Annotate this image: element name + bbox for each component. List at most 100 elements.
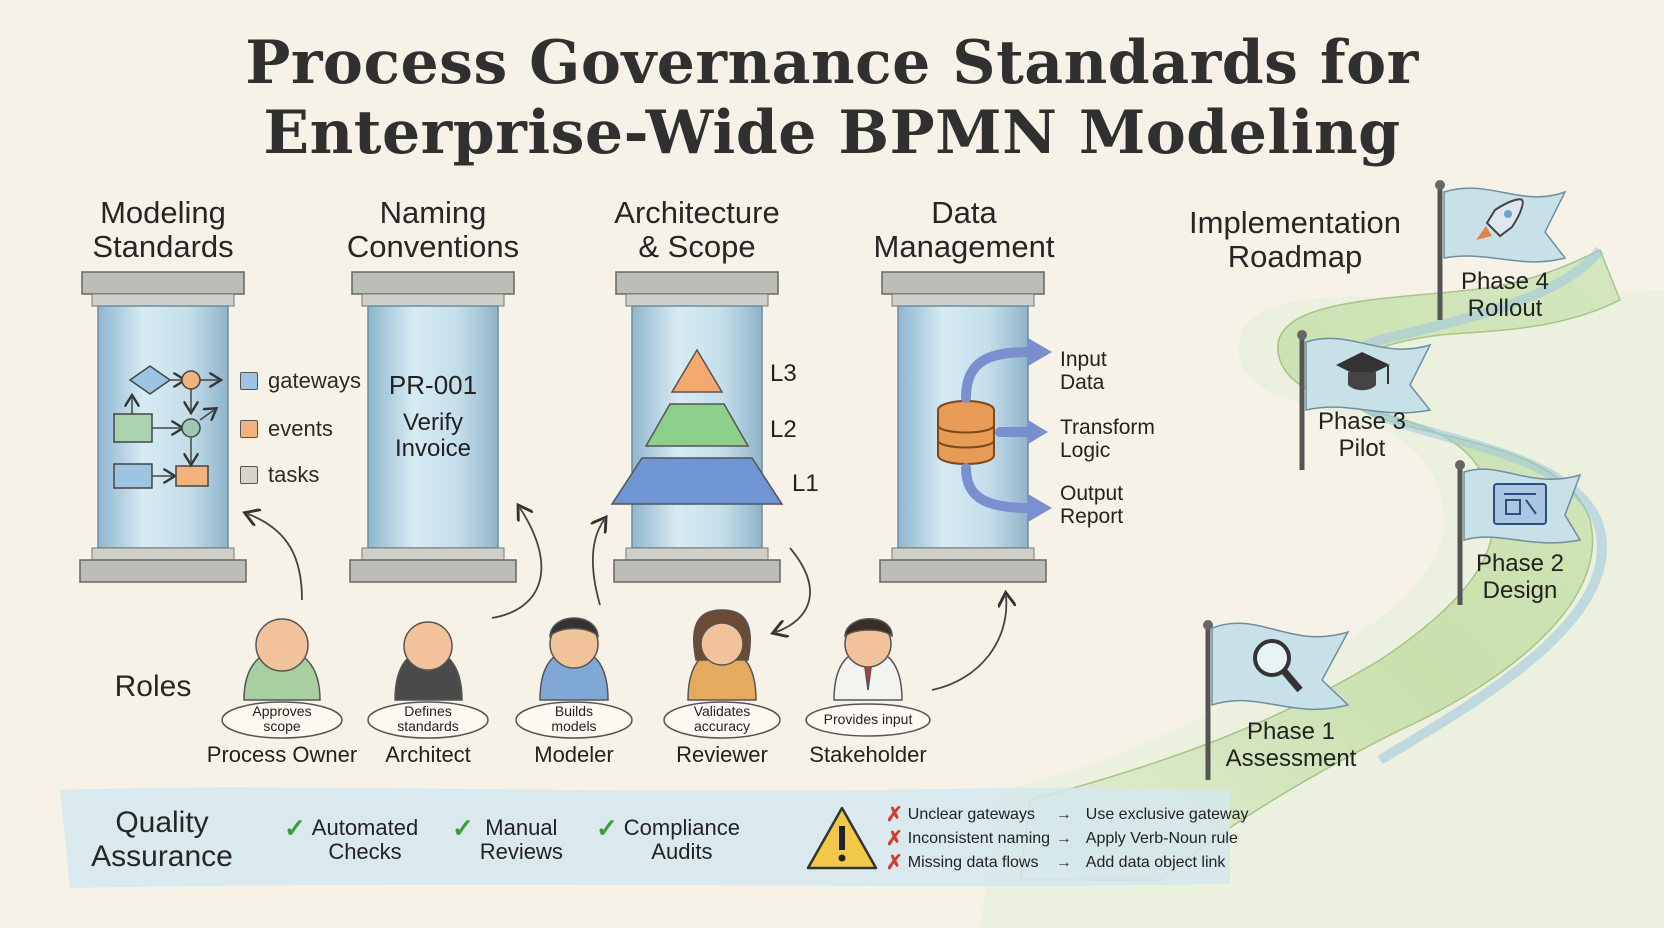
bpmn-mini-diagram bbox=[113, 365, 218, 489]
role-reviewer: Reviewer bbox=[676, 742, 768, 767]
heading-data-line-2: Management bbox=[873, 229, 1055, 264]
role-tag-reviewer-line-1: Validates bbox=[693, 703, 751, 719]
flow-output: Output Report bbox=[1060, 482, 1123, 528]
naming-process-name: Verify Invoice bbox=[368, 410, 498, 462]
role-tag-modeler-line-2: models bbox=[551, 718, 597, 734]
qa-check-manual-line-1: Manual bbox=[485, 815, 558, 840]
title-line-1: Process Governance Standards for bbox=[245, 28, 1419, 98]
qa-check-manual-label: Manual Reviews bbox=[480, 816, 563, 864]
cross-icon: ✗ bbox=[886, 828, 903, 850]
qa-check-manual: ✓ Manual Reviews bbox=[452, 813, 563, 864]
qa-check-manual-line-2: Reviews bbox=[479, 839, 563, 864]
naming-process-code: PR-001 bbox=[388, 370, 478, 400]
flow-input-line-2: Data bbox=[1060, 371, 1105, 394]
heading-modeling-line-1: Modeling bbox=[100, 195, 226, 230]
role-tag-modeler-line-1: Builds bbox=[554, 703, 594, 719]
role-arrows bbox=[248, 508, 1006, 691]
legend-events: events bbox=[240, 416, 333, 442]
issue-row: ✗ Unclear gateways → Use exclusive gatew… bbox=[886, 802, 1249, 827]
pillar-architecture bbox=[613, 271, 781, 583]
heading-data-line-1: Data bbox=[931, 195, 997, 230]
magnifier-icon bbox=[1253, 639, 1303, 693]
warning-icon bbox=[806, 806, 878, 870]
issue-row: ✗ Missing data flows → Add data object l… bbox=[886, 850, 1225, 875]
naming-process-name-line-2: Invoice bbox=[394, 435, 472, 462]
legend-gateways-label: gateways bbox=[268, 368, 361, 393]
level-l3: L3 bbox=[770, 360, 797, 387]
data-flow-arrows bbox=[961, 347, 1035, 513]
events-swatch bbox=[240, 420, 258, 438]
legend-gateways: gateways bbox=[240, 368, 361, 394]
check-icon: ✓ bbox=[452, 813, 474, 843]
role-stakeholder: Stakeholder bbox=[809, 742, 927, 767]
river bbox=[1339, 246, 1607, 765]
phase-2-line-2: Design bbox=[1482, 577, 1558, 604]
phase-4-line-1: Phase 4 bbox=[1460, 268, 1550, 295]
arrow-icon: → bbox=[1055, 829, 1072, 847]
qa-heading-line-2: Assurance bbox=[91, 840, 233, 873]
arrow-icon: → bbox=[1055, 853, 1072, 871]
cross-icon: ✗ bbox=[886, 804, 903, 826]
level-l1: L1 bbox=[792, 470, 819, 497]
rocket-icon bbox=[1476, 198, 1524, 240]
issue-label: Inconsistent naming bbox=[907, 829, 1051, 847]
role-architect: Architect bbox=[385, 742, 471, 767]
title-line-2: Enterprise-Wide BPMN Modeling bbox=[263, 98, 1401, 168]
role-tag-architect-line-2: standards bbox=[397, 718, 459, 734]
level-l2: L2 bbox=[770, 416, 797, 443]
pillar-modeling bbox=[79, 271, 247, 583]
phase-2-label: Phase 2 Design bbox=[1460, 550, 1580, 604]
legend-tasks: tasks bbox=[240, 462, 319, 488]
phase-3-line-2: Pilot bbox=[1338, 435, 1386, 462]
role-tag-modeler: Builds models bbox=[514, 704, 634, 734]
check-icon: ✓ bbox=[284, 813, 306, 843]
phase-1-line-1: Phase 1 bbox=[1246, 718, 1336, 745]
role-process-owner: Process Owner bbox=[206, 742, 358, 767]
check-icon: ✓ bbox=[596, 813, 618, 843]
flow-transform: Transform Logic bbox=[1060, 416, 1155, 462]
phase-4-line-2: Rollout bbox=[1467, 295, 1543, 322]
phase-2-line-1: Phase 2 bbox=[1475, 550, 1565, 577]
heading-roadmap-line-2: Roadmap bbox=[1227, 239, 1363, 274]
role-tag-stakeholder: Provides input bbox=[808, 712, 928, 727]
qa-check-automated-line-1: Automated bbox=[311, 815, 419, 840]
issue-row: ✗ Inconsistent naming → Apply Verb-Noun … bbox=[886, 826, 1238, 851]
fix-label: Add data object link bbox=[1085, 853, 1226, 871]
heading-naming: Naming Conventions bbox=[338, 196, 528, 264]
cross-icon: ✗ bbox=[886, 852, 903, 874]
issue-label: Unclear gateways bbox=[907, 805, 1035, 823]
qa-check-automated-line-2: Checks bbox=[328, 839, 402, 864]
phase-4-label: Phase 4 Rollout bbox=[1440, 268, 1570, 322]
phase-1-line-2: Assessment bbox=[1225, 745, 1357, 772]
flow-input: Input Data bbox=[1060, 348, 1107, 394]
phase-3-line-1: Phase 3 bbox=[1317, 408, 1407, 435]
arrow-icon: → bbox=[1055, 805, 1072, 823]
phase-3-label: Phase 3 Pilot bbox=[1302, 408, 1422, 462]
heading-modeling-line-2: Standards bbox=[92, 229, 234, 264]
role-tag-architect: Defines standards bbox=[368, 704, 488, 734]
heading-roadmap: Implementation Roadmap bbox=[1170, 206, 1420, 274]
graduation-cap-icon bbox=[1336, 352, 1390, 391]
qa-check-compliance-label: Compliance Audits bbox=[624, 816, 740, 864]
role-tag-reviewer-line-2: accuracy bbox=[693, 718, 751, 734]
role-modeler: Modeler bbox=[534, 742, 614, 767]
blueprint-icon bbox=[1493, 483, 1547, 525]
legend-events-label: events bbox=[268, 416, 333, 441]
qa-check-compliance-line-1: Compliance bbox=[623, 815, 740, 840]
roles-heading: Roles bbox=[114, 670, 192, 703]
issue-label: Missing data flows bbox=[907, 853, 1039, 871]
role-tag-process-owner-line-2: scope bbox=[263, 718, 301, 734]
data-flow-arrowheads bbox=[1028, 338, 1052, 522]
architecture-pyramid bbox=[610, 348, 784, 505]
flow-output-line-2: Report bbox=[1060, 505, 1124, 528]
database-icon bbox=[937, 400, 995, 465]
role-tag-reviewer: Validates accuracy bbox=[662, 704, 782, 734]
page-title: Process Governance Standards for Enterpr… bbox=[0, 28, 1664, 168]
flow-transform-line-1: Transform bbox=[1060, 416, 1155, 439]
pillar-naming bbox=[349, 271, 517, 583]
gateways-swatch bbox=[240, 372, 258, 390]
role-tag-process-owner-line-1: Approves bbox=[252, 703, 312, 719]
heading-architecture-line-2: & Scope bbox=[638, 229, 756, 264]
